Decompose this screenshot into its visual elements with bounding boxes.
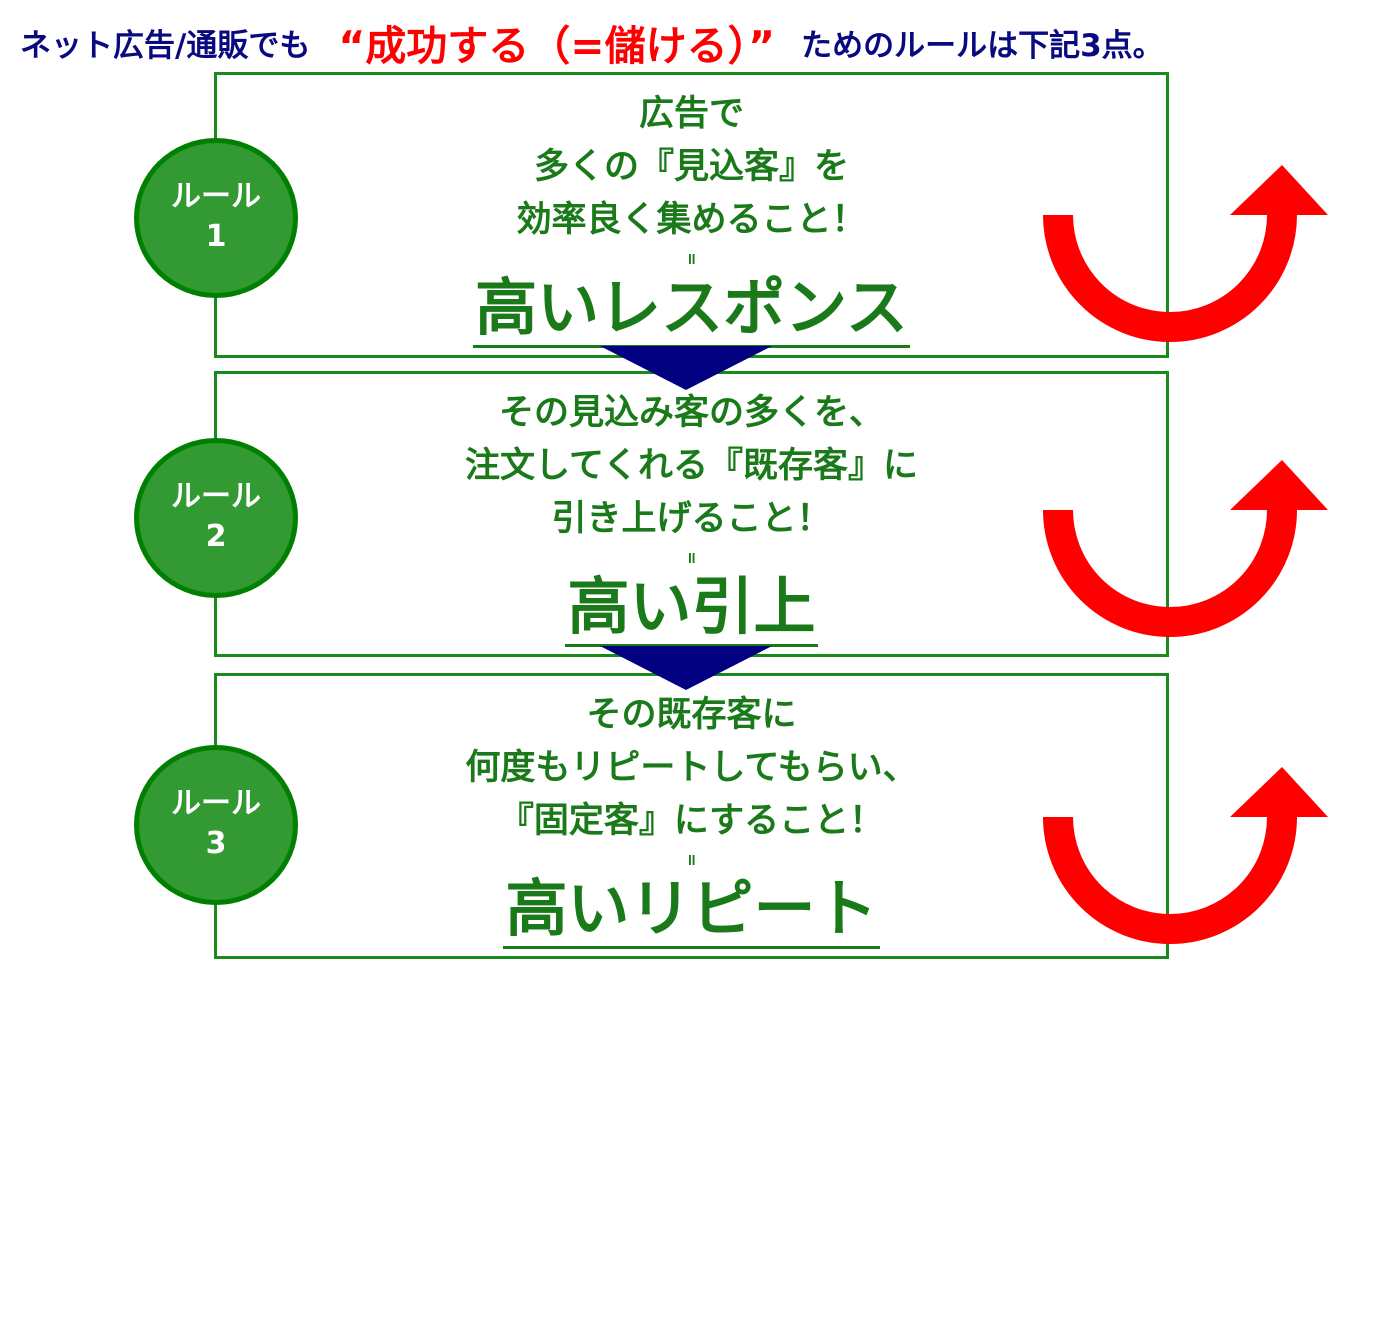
title-highlight: “成功する（=儲ける）” bbox=[338, 22, 776, 70]
rule-3-badge: ルール 3 bbox=[134, 745, 298, 905]
rule-line: その既存客に bbox=[586, 695, 797, 735]
badge-number: 2 bbox=[205, 519, 227, 554]
rule-line: 広告で bbox=[638, 94, 744, 134]
rule-line: 引き上げること！ bbox=[551, 499, 832, 539]
badge-label: ルール bbox=[171, 479, 261, 514]
rule-result: 高い引上 bbox=[565, 570, 818, 647]
title-prefix: ネット広告/通販でも bbox=[20, 27, 311, 64]
curved-up-arrow-icon bbox=[1043, 460, 1328, 637]
badge-label: ルール bbox=[171, 179, 261, 214]
title-suffix: ためのルールは下記3点。 bbox=[801, 27, 1164, 64]
badge-number: 3 bbox=[205, 826, 227, 861]
rule-line: 何度もリピートしてもらい、 bbox=[465, 748, 918, 788]
rule-2-text: その見込み客の多くを、 注文してくれる『既存客』に 引き上げること！ = 高い引… bbox=[214, 387, 1169, 647]
down-arrow-icon bbox=[600, 346, 772, 390]
equals-sign: = bbox=[682, 853, 702, 867]
rule-1-text: 広告で 多くの『見込客』を 効率良く集めること！ = 高いレスポンス bbox=[214, 88, 1169, 348]
rule-2-badge: ルール 2 bbox=[134, 438, 298, 598]
rule-line: 『固定客』にすること！ bbox=[498, 801, 885, 841]
rule-line: 効率良く集めること！ bbox=[516, 200, 867, 240]
rule-1-box bbox=[214, 72, 1169, 358]
badge-label: ルール bbox=[171, 786, 261, 821]
badge-number: 1 bbox=[205, 219, 227, 254]
curved-up-arrow-icon bbox=[1043, 165, 1328, 342]
rule-line: その見込み客の多くを、 bbox=[498, 393, 884, 433]
curved-up-arrow-icon bbox=[1043, 767, 1328, 944]
rule-1-badge: ルール 1 bbox=[134, 138, 298, 298]
rule-3-text: その既存客に 何度もリピートしてもらい、 『固定客』にすること！ = 高いリピー… bbox=[214, 689, 1169, 949]
rule-result: 高いリピート bbox=[503, 872, 880, 949]
rule-result: 高いレスポンス bbox=[473, 271, 910, 348]
rule-line: 注文してくれる『既存客』に bbox=[465, 446, 918, 486]
rule-line: 多くの『見込客』を bbox=[533, 147, 849, 187]
down-arrow-icon bbox=[600, 646, 772, 690]
page-title: ネット広告/通販でも “成功する（=儲ける）” ためのルールは下記3点。 bbox=[20, 12, 1360, 72]
rule-3-box bbox=[214, 673, 1169, 959]
